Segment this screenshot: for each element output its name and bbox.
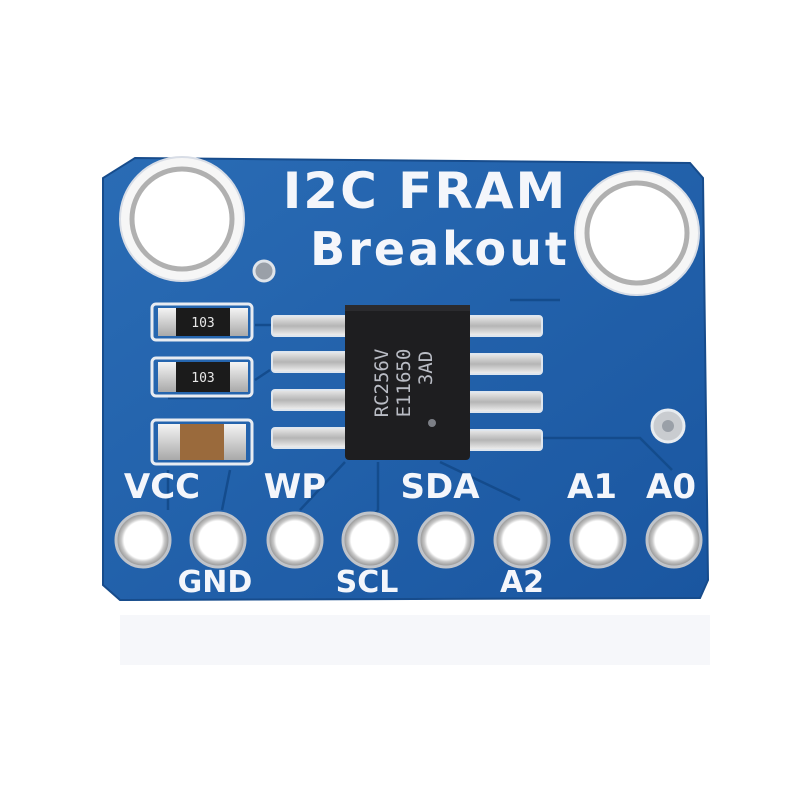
- pin-label-scl: SCL: [336, 565, 399, 600]
- pin-label-a0: A0: [646, 467, 696, 507]
- mounting-hole-left: [119, 156, 245, 282]
- board-title-line1: I2C FRAM: [283, 162, 568, 220]
- mounting-hole-right: [574, 170, 700, 296]
- board-reflection: [120, 615, 710, 665]
- pin-pad-5: [417, 511, 475, 569]
- pin-pad-7: [569, 511, 627, 569]
- pin-label-a2: A2: [500, 565, 544, 600]
- chip-pin1-dot: [428, 419, 436, 427]
- resistor-r2: 103: [150, 356, 254, 398]
- pin-pad-6: [493, 511, 551, 569]
- resistor-r1: 103: [150, 302, 254, 342]
- pin-label-wp: WP: [264, 467, 326, 507]
- pin-label-sda: SDA: [400, 467, 480, 507]
- chip-legs-right: [461, 315, 543, 451]
- pin-pad-4: [341, 511, 399, 569]
- pin-pad-1: [114, 511, 172, 569]
- pin-header: [114, 511, 703, 569]
- chip-marking-line1: RC256V: [371, 349, 393, 418]
- pin-pad-8: [645, 511, 703, 569]
- pin-pad-2: [189, 511, 247, 569]
- resistor-r1-marking: 103: [191, 316, 214, 331]
- chip-marking-line3: 3AD: [415, 351, 437, 385]
- pin-label-a1: A1: [567, 467, 617, 507]
- pin-pad-3: [266, 511, 324, 569]
- resistor-r2-marking: 103: [191, 371, 214, 386]
- board-title-line2: Breakout: [310, 222, 570, 276]
- chip-legs-left: [271, 315, 353, 449]
- capacitor-c1: [150, 418, 254, 466]
- chip-marking-line2: E11650: [393, 349, 415, 418]
- fram-chip: RC256V E11650 3AD: [345, 305, 470, 460]
- pin-label-gnd: GND: [178, 565, 253, 600]
- via-top: [252, 259, 276, 283]
- pin-label-vcc: VCC: [124, 467, 200, 507]
